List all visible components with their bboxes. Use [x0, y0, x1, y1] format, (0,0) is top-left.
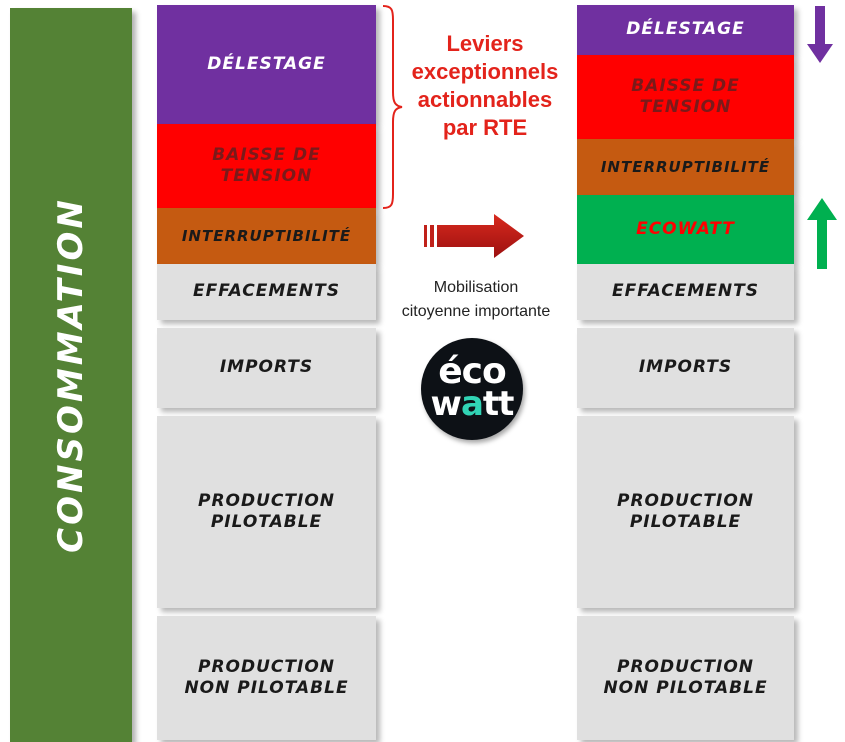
logo-a: a — [460, 384, 484, 424]
logo-w: w — [430, 384, 462, 424]
right-production-non-pilotable-box: PRODUCTION NON PILOTABLE — [577, 616, 794, 740]
left-baisse-tension-box: BAISSE DE TENSION — [157, 124, 376, 208]
left-delestage-box: DÉLESTAGE — [157, 5, 376, 124]
right-imports-label: IMPORTS — [638, 357, 733, 378]
left-prod-nonpilot-label-2: NON PILOTABLE — [184, 678, 349, 698]
levers-line-2: exceptionnels — [411, 58, 559, 84]
levers-annotation: Leviers exceptionnels actionnables par R… — [400, 30, 570, 142]
mobilisation-line-2: citoyenne importante — [401, 303, 551, 320]
right-effacements-label: EFFACEMENTS — [612, 281, 759, 302]
right-arrow-icon — [424, 214, 524, 258]
mobilisation-annotation: Mobilisation citoyenne importante — [378, 276, 574, 324]
ecowatt-logo: éco watt — [421, 338, 523, 440]
right-production-pilotable-box: PRODUCTION PILOTABLE — [577, 416, 794, 608]
left-prod-nonpilot-label-1: PRODUCTION — [198, 656, 335, 677]
right-effacements-box: EFFACEMENTS — [577, 264, 794, 320]
right-ecowatt-box: ECOWATT — [577, 195, 794, 264]
levers-line-3: actionnables — [417, 86, 553, 112]
down-arrow-icon — [807, 6, 833, 63]
right-prod-nonpilot-label-1: PRODUCTION — [617, 656, 754, 677]
right-baisse-tension-box: BAISSE DE TENSION — [577, 55, 794, 139]
consommation-bar: CONSOMMATION — [10, 8, 132, 742]
left-delestage-label: DÉLESTAGE — [207, 53, 326, 74]
up-arrow-icon — [807, 198, 837, 269]
left-baisse-label-2: TENSION — [220, 166, 313, 186]
right-ecowatt-label: ECOWATT — [636, 218, 735, 239]
left-production-pilotable-box: PRODUCTION PILOTABLE — [157, 416, 376, 608]
left-imports-box: IMPORTS — [157, 328, 376, 408]
right-imports-box: IMPORTS — [577, 328, 794, 408]
logo-line-1: éco — [438, 351, 507, 392]
left-baisse-label-1: BAISSE DE — [212, 144, 321, 165]
right-baisse-label-1: BAISSE DE — [631, 75, 740, 96]
logo-tt: tt — [482, 384, 515, 424]
right-prod-pilot-label-2: PILOTABLE — [629, 512, 742, 532]
levers-line-4: par RTE — [442, 114, 528, 140]
left-prod-pilot-label-2: PILOTABLE — [210, 512, 323, 532]
right-curly-brace-icon — [382, 5, 403, 209]
mobilisation-line-1: Mobilisation — [433, 279, 519, 296]
right-delestage-label: DÉLESTAGE — [626, 19, 745, 40]
right-delestage-box: DÉLESTAGE — [577, 5, 794, 55]
levers-line-1: Leviers — [446, 31, 524, 56]
left-prod-pilot-label-1: PRODUCTION — [198, 490, 335, 511]
consommation-label: CONSOMMATION — [51, 197, 91, 553]
left-effacements-box: EFFACEMENTS — [157, 264, 376, 320]
right-prod-nonpilot-label-2: NON PILOTABLE — [603, 678, 768, 698]
left-interruptibilite-label: INTERRUPTIBILITÉ — [181, 226, 352, 245]
right-prod-pilot-label-1: PRODUCTION — [617, 490, 754, 511]
right-baisse-label-2: TENSION — [639, 97, 732, 117]
left-production-non-pilotable-box: PRODUCTION NON PILOTABLE — [157, 616, 376, 740]
left-imports-label: IMPORTS — [219, 357, 314, 378]
logo-line-2: watt — [421, 386, 523, 422]
right-interruptibilite-label: INTERRUPTIBILITÉ — [600, 157, 771, 176]
left-interruptibilite-box: INTERRUPTIBILITÉ — [157, 208, 376, 264]
left-effacements-label: EFFACEMENTS — [193, 281, 340, 302]
right-interruptibilite-box: INTERRUPTIBILITÉ — [577, 139, 794, 195]
